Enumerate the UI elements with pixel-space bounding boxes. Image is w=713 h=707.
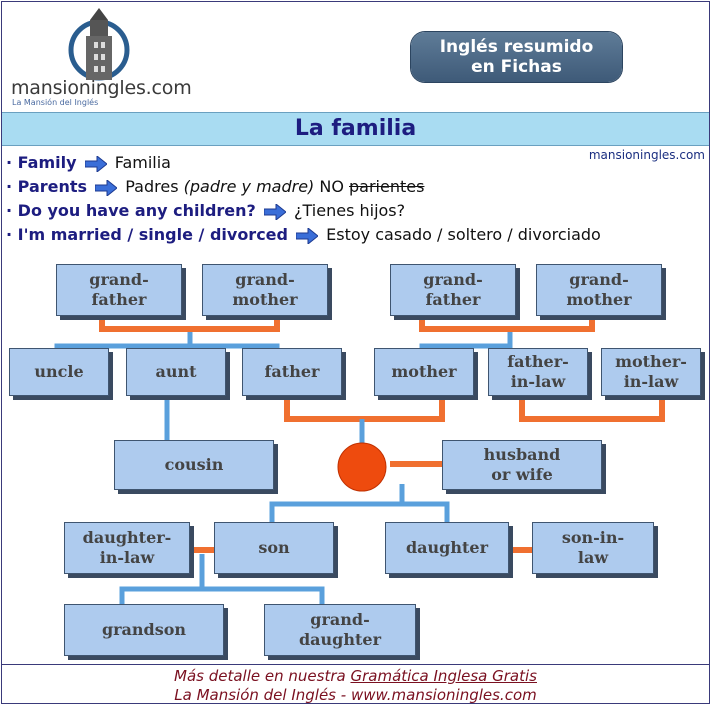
father-in-law-box: father-in-law	[488, 348, 588, 396]
arrow-right-icon	[263, 203, 286, 220]
phrase-es: ¿Tienes hijos?	[294, 201, 406, 220]
me-circle-icon	[337, 442, 387, 492]
box-label: mother-	[615, 352, 687, 371]
grammar-link[interactable]: Gramática Inglesa Gratis	[350, 667, 537, 685]
son-in-law-box: son-in-law	[532, 522, 654, 574]
box-label: uncle	[34, 362, 84, 381]
badge-line-2: en Fichas	[471, 57, 562, 77]
site-subtitle: La Mansión del Inglés	[12, 98, 99, 107]
box-label: husband	[483, 445, 561, 464]
phrase-en: Parents	[17, 177, 88, 196]
grandfather-maternal-box: grand-father	[390, 264, 516, 316]
badge-line-1: Inglés resumido	[439, 37, 594, 57]
phrase-en: Do you have any children?	[17, 201, 256, 220]
box-label: daughter	[298, 630, 381, 649]
phrase-es-mid: NO	[314, 177, 350, 196]
box-label: father	[91, 290, 147, 309]
box-label: or wife	[491, 465, 553, 484]
grandfather-paternal-box: grand-father	[56, 264, 182, 316]
box-label: daughter	[405, 538, 488, 557]
grandmother-maternal-box: grand-mother	[536, 264, 662, 316]
box-label: father	[264, 362, 320, 381]
box-label: father-	[507, 352, 569, 371]
phrase-es-strike: parientes	[349, 177, 425, 196]
box-label: in-law	[99, 548, 155, 567]
son-box: son	[214, 522, 334, 574]
grandmother-paternal-box: grand-mother	[202, 264, 328, 316]
orange-connectors	[99, 299, 665, 553]
phrase-en: Family	[17, 153, 77, 172]
box-label: daughter-	[82, 528, 172, 547]
box-label: in-law	[510, 372, 566, 391]
arrow-right-icon	[95, 179, 118, 196]
phrase-es: Estoy casado / soltero / divorciado	[326, 225, 601, 244]
uncle-box: uncle	[9, 348, 109, 396]
phrase-item: · Do you have any children? ¿Tienes hijo…	[6, 201, 406, 220]
footer: Más detalle en nuestra Gramática Inglesa…	[2, 664, 709, 704]
box-label: aunt	[155, 362, 197, 381]
header: mansioningles.com La Mansión del Inglés …	[2, 2, 709, 110]
footer-text: Más detalle en nuestra	[174, 667, 351, 685]
box-label: in-law	[623, 372, 679, 391]
footer-line-1: Más detalle en nuestra Gramática Inglesa…	[2, 667, 709, 686]
phrase-item: · Family Familia	[6, 153, 171, 172]
box-label: cousin	[164, 455, 224, 474]
section-badge[interactable]: Inglés resumido en Fichas	[411, 32, 622, 82]
site-name[interactable]: mansioningles.com	[11, 77, 192, 99]
phrase-item: · Parents Padres (padre y madre) NO pari…	[6, 177, 425, 196]
phrase-en: I'm married / single / divorced	[17, 225, 288, 244]
box-label: law	[577, 548, 609, 567]
granddaughter-box: grand-daughter	[264, 604, 416, 656]
box-label: grand-	[423, 270, 483, 289]
box-label: grand-	[89, 270, 149, 289]
mother-box: mother	[374, 348, 474, 396]
daughter-box: daughter	[385, 522, 509, 574]
mother-in-law-box: mother-in-law	[601, 348, 701, 396]
page-title: La familia	[2, 112, 709, 146]
grandson-box: grandson	[64, 604, 224, 656]
cousin-box: cousin	[114, 440, 274, 490]
arrow-right-icon	[296, 227, 319, 244]
box-label: grand-	[569, 270, 629, 289]
box-label: mother	[232, 290, 298, 309]
aunt-box: aunt	[126, 348, 226, 396]
phrase-es: Familia	[114, 153, 171, 172]
footer-line-2: La Mansión del Inglés - www.mansioningle…	[174, 686, 537, 704]
phrase-es-pre: Padres	[125, 177, 184, 196]
arrow-right-icon	[84, 155, 107, 172]
box-label: grandson	[101, 620, 187, 639]
box-label: son	[258, 538, 290, 557]
blue-connectors	[54, 332, 513, 604]
box-label: father	[425, 290, 481, 309]
box-label: grand-	[235, 270, 295, 289]
daughter-in-law-box: daughter-in-law	[64, 522, 190, 574]
box-label: grand-	[310, 610, 370, 629]
tower-logo-icon	[68, 8, 130, 81]
phrase-list: · Family Familia · Parents Padres (padre…	[6, 152, 601, 248]
father-box: father	[242, 348, 342, 396]
phrase-item: · I'm married / single / divorced Estoy …	[6, 225, 601, 244]
site-corner-label: mansioningles.com	[588, 148, 705, 162]
phrase-es-italic: (padre y madre)	[183, 177, 315, 196]
box-label: son-in-	[561, 528, 625, 547]
box-label: mother	[566, 290, 632, 309]
box-label: mother	[391, 362, 457, 381]
family-tree: grand-father grand-mother grand-father g…	[2, 254, 709, 666]
